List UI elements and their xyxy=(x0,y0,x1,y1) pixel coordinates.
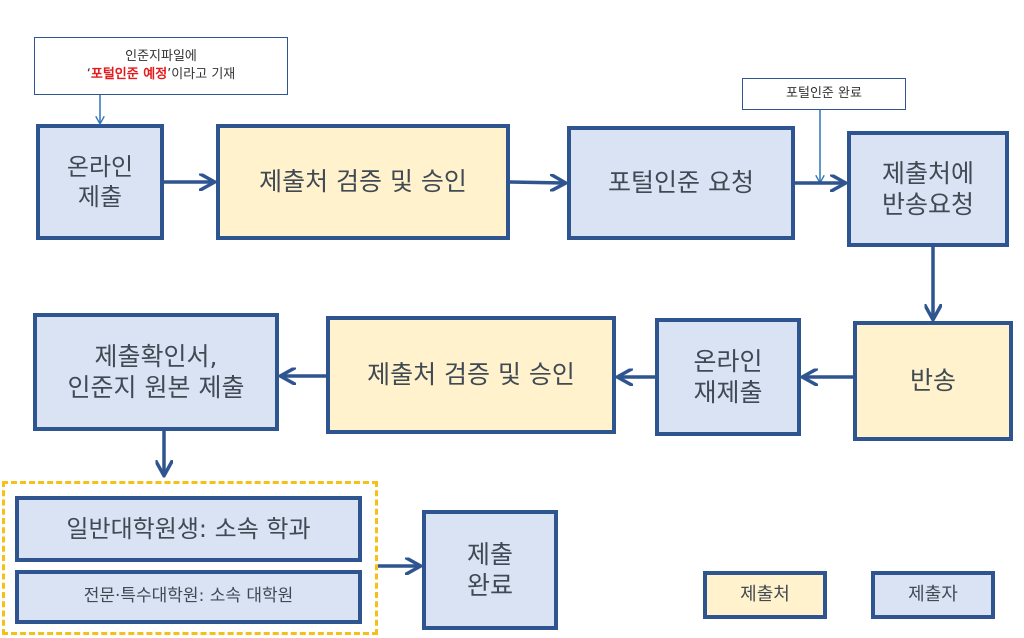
step-submit-original: 제출확인서,인준지 원본 제출 xyxy=(33,313,279,431)
step-label-line: 온라인 xyxy=(66,153,134,181)
step-label-line: 완료 xyxy=(466,571,513,600)
step-label: 제출처 검증 및 승인 xyxy=(367,360,575,390)
step-label-line: 재제출 xyxy=(693,378,763,407)
legend-submitter: 제출자 xyxy=(871,571,995,619)
quote-open: ‘ xyxy=(86,67,91,82)
step-return: 반송 xyxy=(853,321,1013,441)
step-label-line: 제출확인서, xyxy=(94,341,218,371)
step-portal-request: 포털인준 요청 xyxy=(567,126,795,240)
note-line-1: 인준지파일에 xyxy=(125,49,197,65)
arrow-verify-to-portal xyxy=(509,182,564,183)
step-verify-approve-1: 제출처 검증 및 승인 xyxy=(216,124,510,240)
step-label: 제출처 검증 및 승인 xyxy=(259,167,467,197)
note-line-2: ‘포털인준 예정’이라고 기재 xyxy=(87,66,236,84)
legend-label: 제출자 xyxy=(908,583,958,605)
step-label: 전문·특수대학원: 소속 대학원 xyxy=(83,586,294,607)
step-label-line: 인준지 원본 제출 xyxy=(67,373,245,402)
step-label-line: 제출처에 xyxy=(881,158,974,188)
step-label-line: 제출 xyxy=(466,539,513,569)
recipient-group xyxy=(2,481,378,635)
legend-submitter-place: 제출처 xyxy=(703,571,827,619)
step-general-grad: 일반대학원생: 소속 학과 xyxy=(15,496,362,562)
step-label: 포털인준 요청 xyxy=(608,168,754,198)
step-label-line: 온라인 xyxy=(693,346,763,376)
note-text: 포털인준 완료 xyxy=(786,86,862,102)
note-portal-pending: 인준지파일에 ‘포털인준 예정’이라고 기재 xyxy=(34,37,288,95)
note-portal-complete: 포털인준 완료 xyxy=(742,78,906,110)
step-label-line: 반송요청 xyxy=(881,190,974,219)
step-label-line: 제출 xyxy=(77,183,123,211)
legend-label: 제출처 xyxy=(740,583,790,605)
note-highlight: 포털인준 예정 xyxy=(90,67,168,82)
step-verify-approve-2: 제출처 검증 및 승인 xyxy=(326,316,616,434)
step-special-grad: 전문·특수대학원: 소속 대학원 xyxy=(15,570,362,624)
step-label: 반송 xyxy=(909,366,956,396)
step-label: 일반대학원생: 소속 학과 xyxy=(66,515,311,543)
note-rest: ’이라고 기재 xyxy=(167,67,236,82)
